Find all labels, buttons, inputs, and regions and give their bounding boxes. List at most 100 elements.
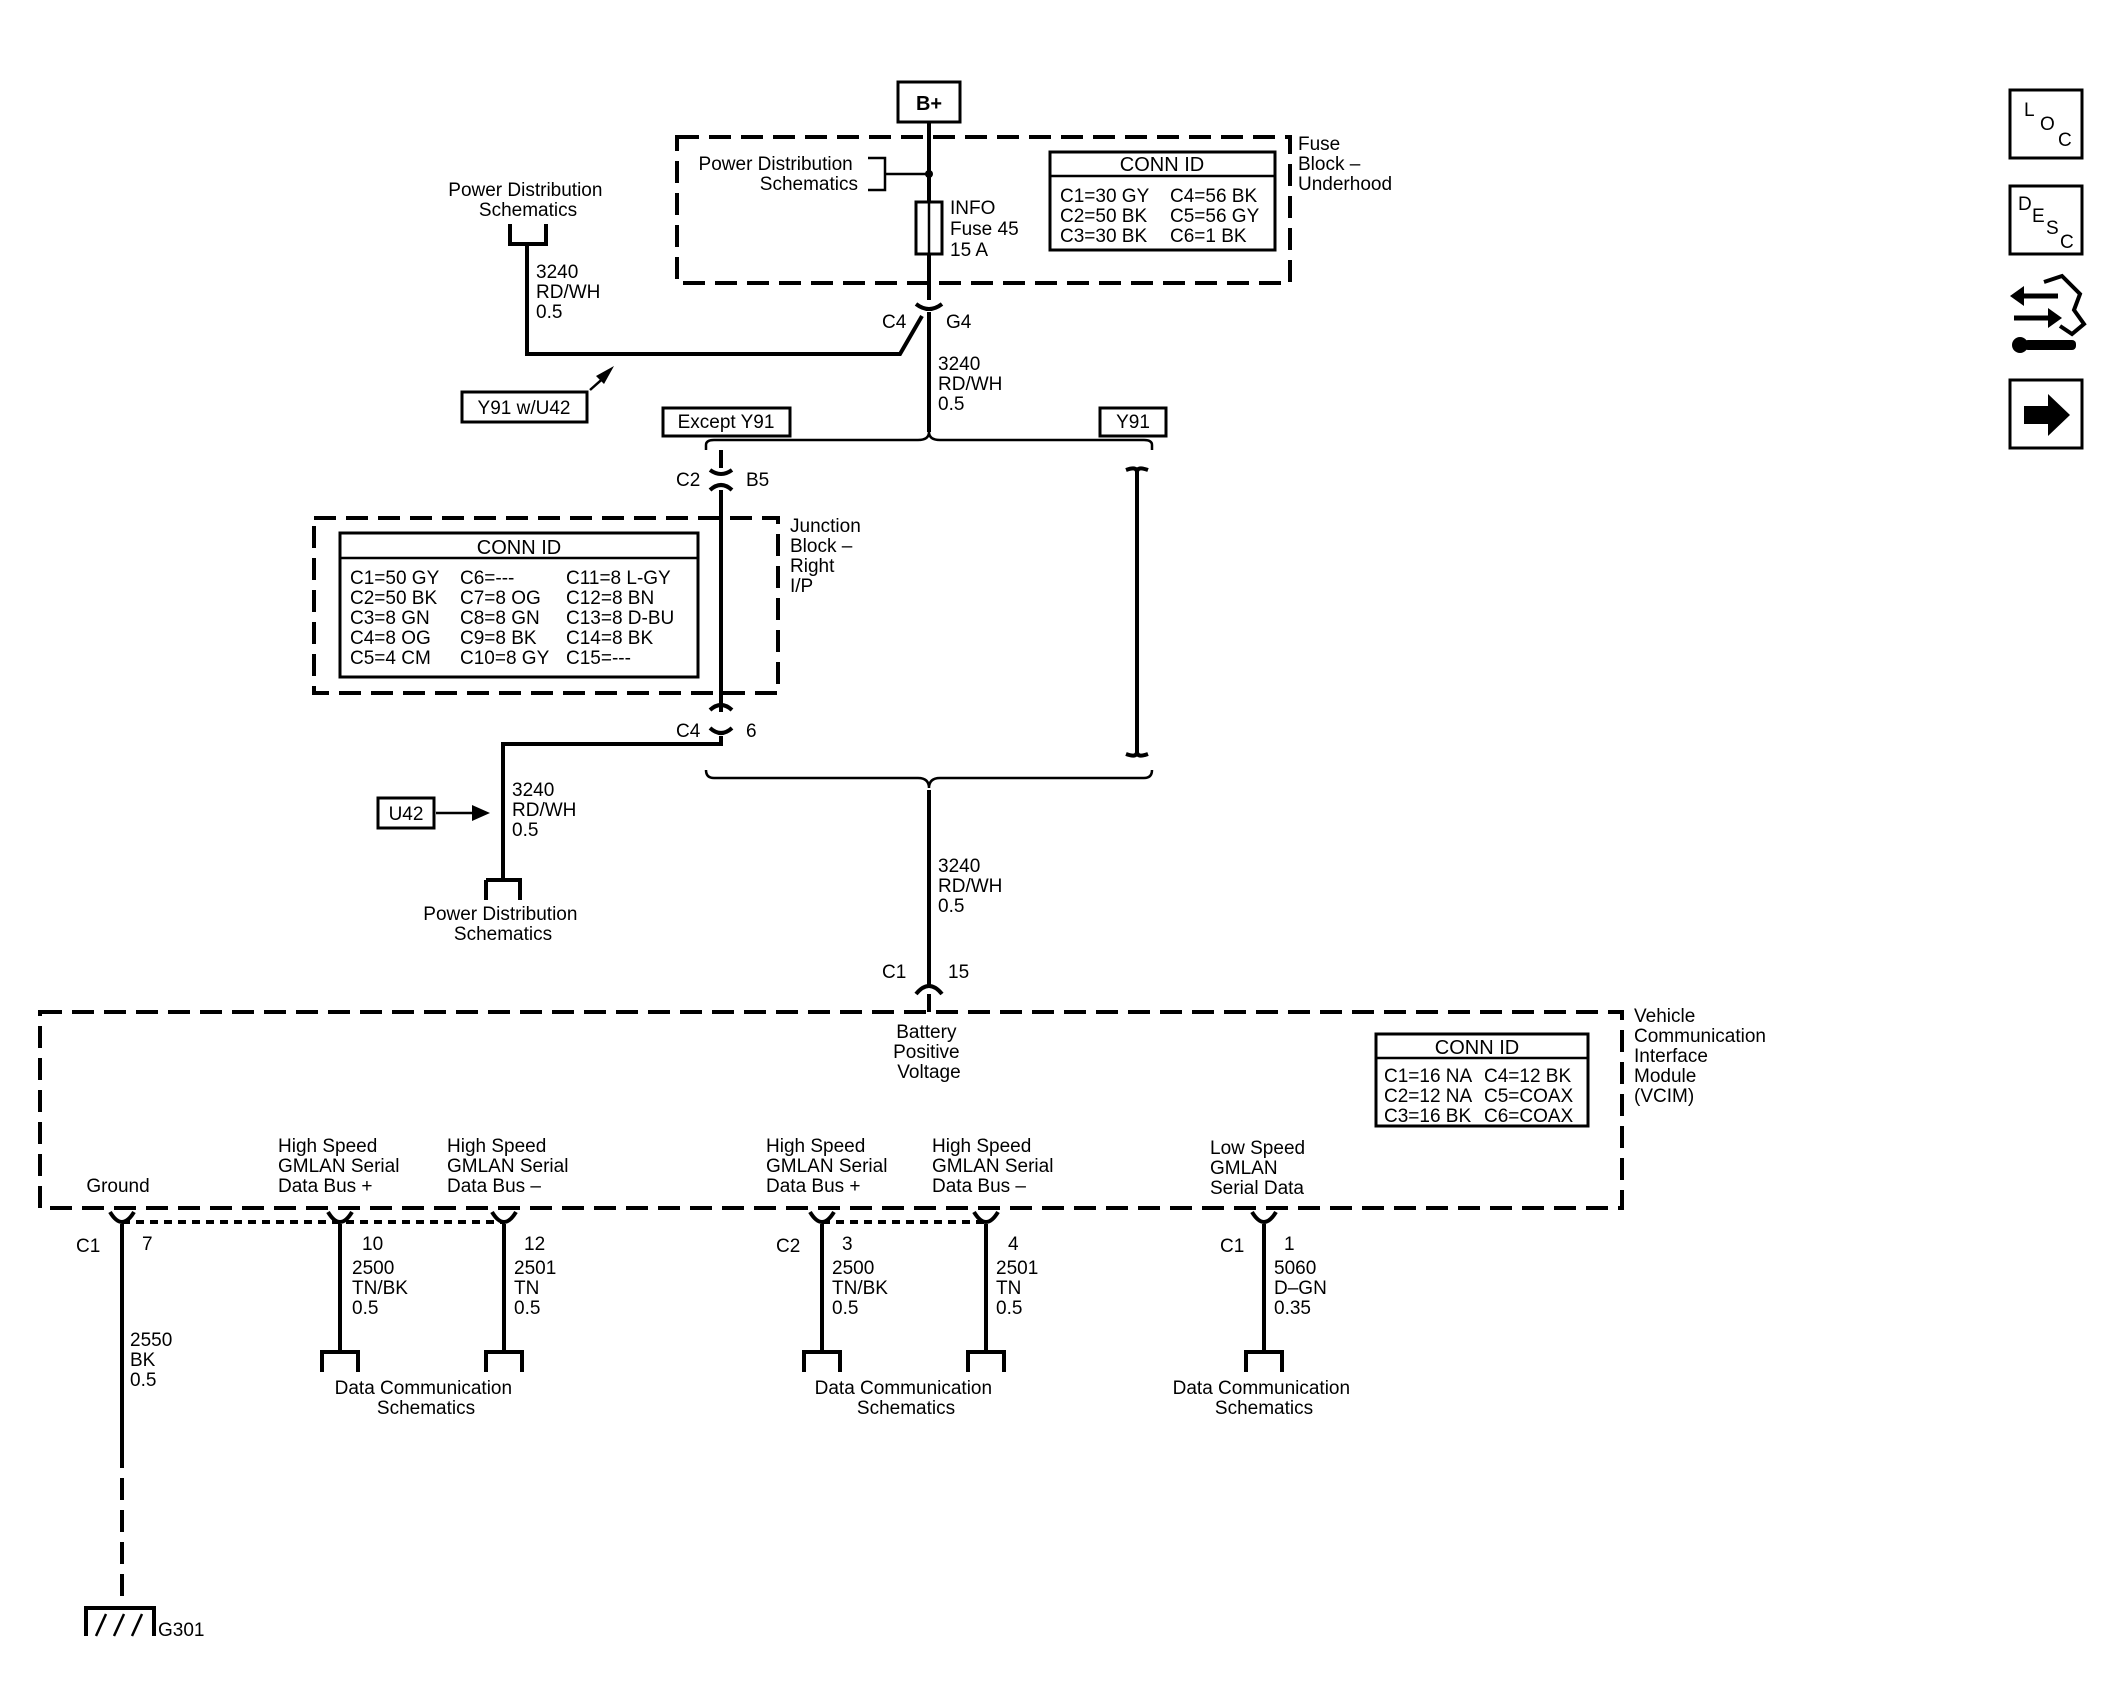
pin-12-num: 12 [524, 1234, 545, 1255]
svg-text:C15=---: C15=--- [566, 648, 631, 669]
wire-mid-label: 3240 RD/WH 0.5 [938, 354, 1008, 415]
svg-text:CONN ID: CONN ID [1435, 1037, 1519, 1059]
connector-pin-10 [326, 1210, 354, 1224]
svg-text:C4=56 BK: C4=56 BK [1170, 186, 1257, 207]
dest-dc-1-label: Data Communication Schematics [335, 1378, 518, 1419]
svg-text:C10=8 GY: C10=8 GY [460, 648, 550, 669]
svg-text:C6=1 BK: C6=1 BK [1170, 226, 1247, 247]
svg-text:CONN ID: CONN ID [477, 537, 561, 559]
arrow-icon [596, 366, 614, 384]
pin-ground-conn: C1 [76, 1236, 100, 1257]
svg-text:D: D [2018, 194, 2032, 215]
svg-text:S: S [2046, 218, 2059, 239]
power-dist-inner-label: Power Distribution Schematics [699, 154, 858, 195]
svg-text:C1=16 NA: C1=16 NA [1384, 1066, 1473, 1087]
vcim-label: Vehicle Communication Interface Module (… [1634, 1006, 1771, 1107]
svg-text:C2=12 NA: C2=12 NA [1384, 1086, 1473, 1107]
u42-wire-label: 3240 RD/WH 0.5 [512, 780, 582, 841]
svg-text:C5=56 GY: C5=56 GY [1170, 206, 1260, 227]
vcim-conn-id-table: CONN ID C1=16 NA C4=12 BK C2=12 NA C5=CO… [1374, 1032, 1590, 1128]
svg-text:E: E [2032, 206, 2045, 227]
svg-text:C13=8 D-BU: C13=8 D-BU [566, 608, 674, 629]
connector-pin-1 [1250, 1210, 1278, 1224]
arrow-right-icon[interactable] [2008, 378, 2084, 450]
ls-wire-label: 5060 D–GN 0.35 [1274, 1258, 1332, 1319]
connector-pin-12 [490, 1210, 518, 1224]
conn-c4-junction-label: C4 [676, 721, 701, 742]
svg-text:L: L [2024, 100, 2035, 121]
svg-text:C1=30 GY: C1=30 GY [1060, 186, 1150, 207]
ground-symbol-icon [84, 1606, 156, 1637]
pin-ls-conn: C1 [1220, 1236, 1244, 1257]
junction-block-label: Junction Block – Right I/P [790, 516, 866, 597]
svg-text:C5=COAX: C5=COAX [1484, 1086, 1574, 1107]
dest-dc-3-label: Data Communication Schematics [1173, 1378, 1356, 1419]
svg-text:C9=8 BK: C9=8 BK [460, 628, 537, 649]
conn-c2-label: C2 [676, 470, 700, 491]
desc-button[interactable]: D E S C [2008, 184, 2084, 256]
conn-6-label: 6 [746, 721, 757, 742]
connector-c2-b5 [708, 468, 734, 476]
dest-dc-2-label: Data Communication Schematics [815, 1378, 998, 1419]
svg-text:C1=50 GY: C1=50 GY [350, 568, 440, 589]
fuse-block-underhood-outline [675, 135, 1292, 285]
pin-hs1-minus-label: High Speed GMLAN Serial Data Bus – [447, 1136, 574, 1197]
y91-tag: Y91 [1098, 406, 1168, 438]
pin-1-num: 1 [1284, 1234, 1295, 1255]
pin-ground-label: Ground [86, 1176, 149, 1197]
svg-text:Except Y91: Except Y91 [678, 412, 775, 433]
fuse-block-label: Fuse Block – Underhood [1298, 134, 1392, 195]
bplus-terminal: B+ [896, 80, 962, 124]
pin-10-num: 10 [362, 1234, 383, 1255]
option-merge-bracket [704, 769, 1154, 789]
option-split-bracket [704, 431, 1154, 450]
svg-text:U42: U42 [389, 804, 424, 825]
wrench-arrows-icon[interactable] [2010, 273, 2087, 353]
svg-text:C12=8 BN: C12=8 BN [566, 588, 654, 609]
svg-text:C8=8 GN: C8=8 GN [460, 608, 540, 629]
hs2-minus-wire-label: 2501 TN 0.5 [996, 1258, 1044, 1319]
power-dist-left-label: Power Distribution Schematics [448, 180, 607, 221]
ground-wire-label: 2550 BK 0.5 [130, 1330, 178, 1391]
pin-hs1-plus-label: High Speed GMLAN Serial Data Bus + [278, 1136, 405, 1197]
svg-text:C: C [2060, 232, 2074, 253]
conn-c1-vcim-label: C1 [882, 962, 906, 983]
u42-tag: U42 [376, 796, 436, 830]
wire-3240-left-branch [508, 224, 924, 356]
svg-text:C3=8 GN: C3=8 GN [350, 608, 430, 629]
svg-text:C6=COAX: C6=COAX [1484, 1106, 1574, 1127]
wire-y91-branch [1125, 466, 1139, 758]
connector-c4-6 [708, 703, 734, 712]
fuse-info-label: INFO Fuse 45 15 A [950, 198, 1024, 261]
svg-text:C4=12 BK: C4=12 BK [1484, 1066, 1571, 1087]
power-dist-terminal [484, 878, 522, 900]
pin-15-label: 15 [948, 962, 969, 983]
connector-c1-15 [914, 984, 944, 996]
main-wire-label: 3240 RD/WH 0.5 [938, 856, 1008, 917]
svg-text:C11=8 L-GY: C11=8 L-GY [566, 568, 671, 589]
svg-text:CONN ID: CONN ID [1120, 154, 1204, 176]
connector-ground-pin [108, 1210, 136, 1224]
svg-text:Y91 w/U42: Y91 w/U42 [478, 398, 571, 419]
svg-text:C6=---: C6=--- [460, 568, 514, 589]
connector-pin-4 [972, 1210, 1000, 1224]
ground-id-label: G301 [158, 1620, 204, 1641]
hs1-minus-wire-label: 2501 TN 0.5 [514, 1258, 562, 1319]
svg-text:C4=8 OG: C4=8 OG [350, 628, 431, 649]
svg-text:O: O [2040, 114, 2055, 135]
loc-button[interactable]: L O C [2008, 88, 2084, 160]
pin-hs2-conn: C2 [776, 1236, 800, 1257]
svg-text:C5=4 CM: C5=4 CM [350, 648, 431, 669]
pin-ground-num: 7 [142, 1234, 153, 1255]
conn-b5-label: B5 [746, 470, 769, 491]
fuse-conn-id-table: CONN ID C1=30 GY C4=56 BK C2=50 BK C5=56… [1048, 150, 1277, 252]
battery-positive-label: Battery Positive Voltage [893, 1022, 965, 1083]
svg-text:C2=50 BK: C2=50 BK [1060, 206, 1147, 227]
vcim-outline [38, 1010, 1624, 1210]
svg-text:Y91: Y91 [1116, 412, 1150, 433]
y91-w-u42-tag: Y91 w/U42 [460, 390, 589, 424]
bplus-label: B+ [916, 93, 942, 115]
u42-dest-label: Power Distribution Schematics [423, 904, 582, 945]
connector-pin-3 [808, 1210, 836, 1224]
